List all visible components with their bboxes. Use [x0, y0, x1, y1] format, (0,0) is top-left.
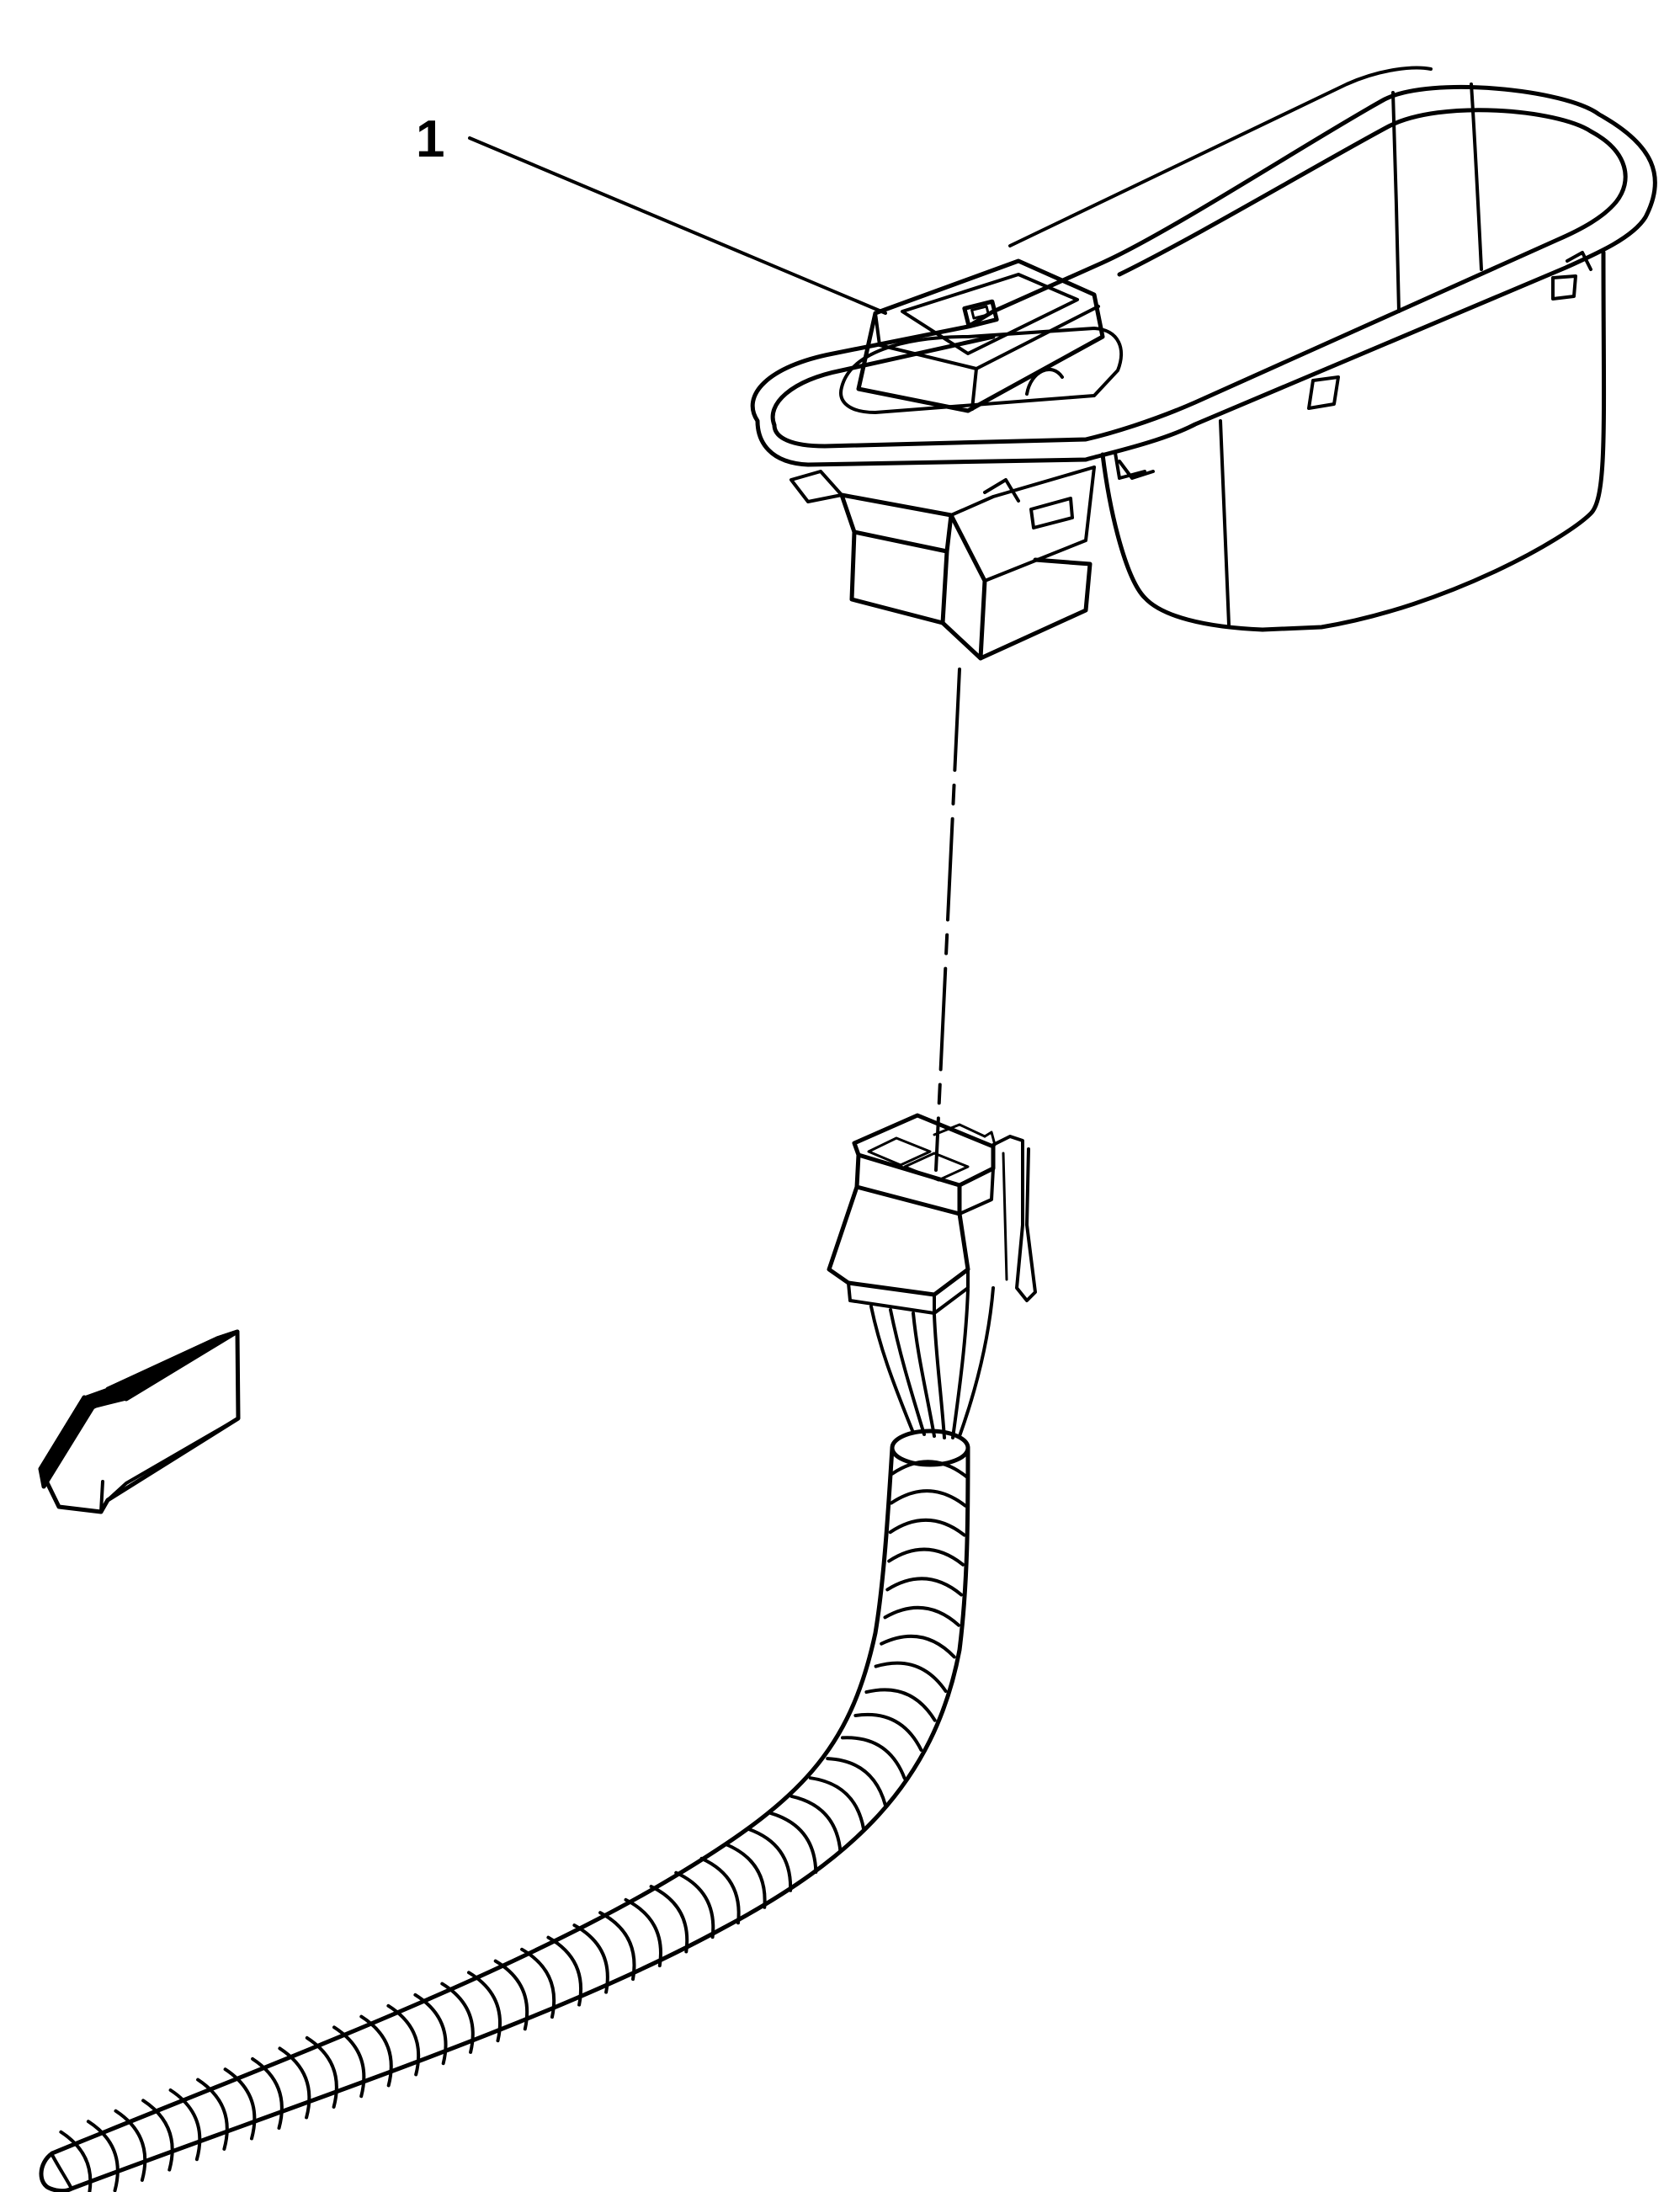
connector-wires	[869, 1286, 995, 1439]
callout-leader-line	[468, 136, 887, 315]
conduit-ring	[141, 2099, 174, 2172]
conduit-ring	[305, 2035, 338, 2109]
conduit-ring	[890, 1489, 967, 1508]
conduit-ring	[359, 2014, 393, 2088]
conduit-ring	[880, 1634, 956, 1659]
connection-line	[934, 668, 961, 1172]
conduit-ring	[841, 1736, 906, 1780]
conduit-ring	[864, 1688, 937, 1722]
conduit-ring	[546, 1935, 583, 2007]
callout-1: 1	[416, 110, 887, 315]
conduit-ring	[724, 1842, 767, 1909]
conduit-ring	[278, 2046, 311, 2120]
conduit-ring	[413, 1992, 448, 2066]
conduit-ring	[887, 1547, 965, 1567]
conduit-ring	[891, 1460, 969, 1479]
conduit-ring	[874, 1661, 948, 1693]
wiring-harness-conduit	[39, 1429, 970, 2192]
forward-direction-arrow	[38, 1329, 241, 1514]
conduit-ring	[168, 2088, 202, 2162]
conduit-ring	[883, 1605, 960, 1627]
callout-number: 1	[416, 110, 444, 168]
conduit-ring	[768, 1812, 818, 1874]
switch-housing	[789, 460, 1155, 661]
conduit-ring	[699, 1856, 741, 1925]
conduit-ring	[332, 2025, 366, 2099]
conduit-ring	[467, 1971, 502, 2043]
window-switch	[839, 258, 1124, 414]
harness-connector	[827, 1113, 1037, 1315]
conduit-ring	[114, 2109, 147, 2182]
conduit-ring	[520, 1947, 556, 2019]
door-pull-cup-bezel	[750, 66, 1657, 632]
conduit-ring	[598, 1911, 636, 1982]
conduit-ring	[808, 1776, 866, 1832]
conduit-ring	[747, 1828, 793, 1892]
conduit-ring	[885, 1577, 964, 1597]
conduit-ring	[826, 1757, 887, 1807]
conduit-ring	[251, 2056, 284, 2130]
conduit-ring	[493, 1959, 529, 2031]
conduit-ring	[853, 1713, 923, 1752]
conduit-ring	[649, 1885, 689, 1954]
conduit-ring	[440, 1982, 475, 2054]
conduit-ring	[888, 1518, 966, 1537]
conduit-ring	[386, 2003, 421, 2077]
conduit-ring	[674, 1870, 715, 1939]
conduit-ring	[86, 2120, 120, 2192]
conduit-ring	[196, 2078, 229, 2151]
conduit-ring	[223, 2067, 257, 2141]
conduit-ring	[789, 1794, 843, 1854]
conduit-ring	[572, 1923, 609, 1994]
conduit-ring	[624, 1897, 662, 1968]
